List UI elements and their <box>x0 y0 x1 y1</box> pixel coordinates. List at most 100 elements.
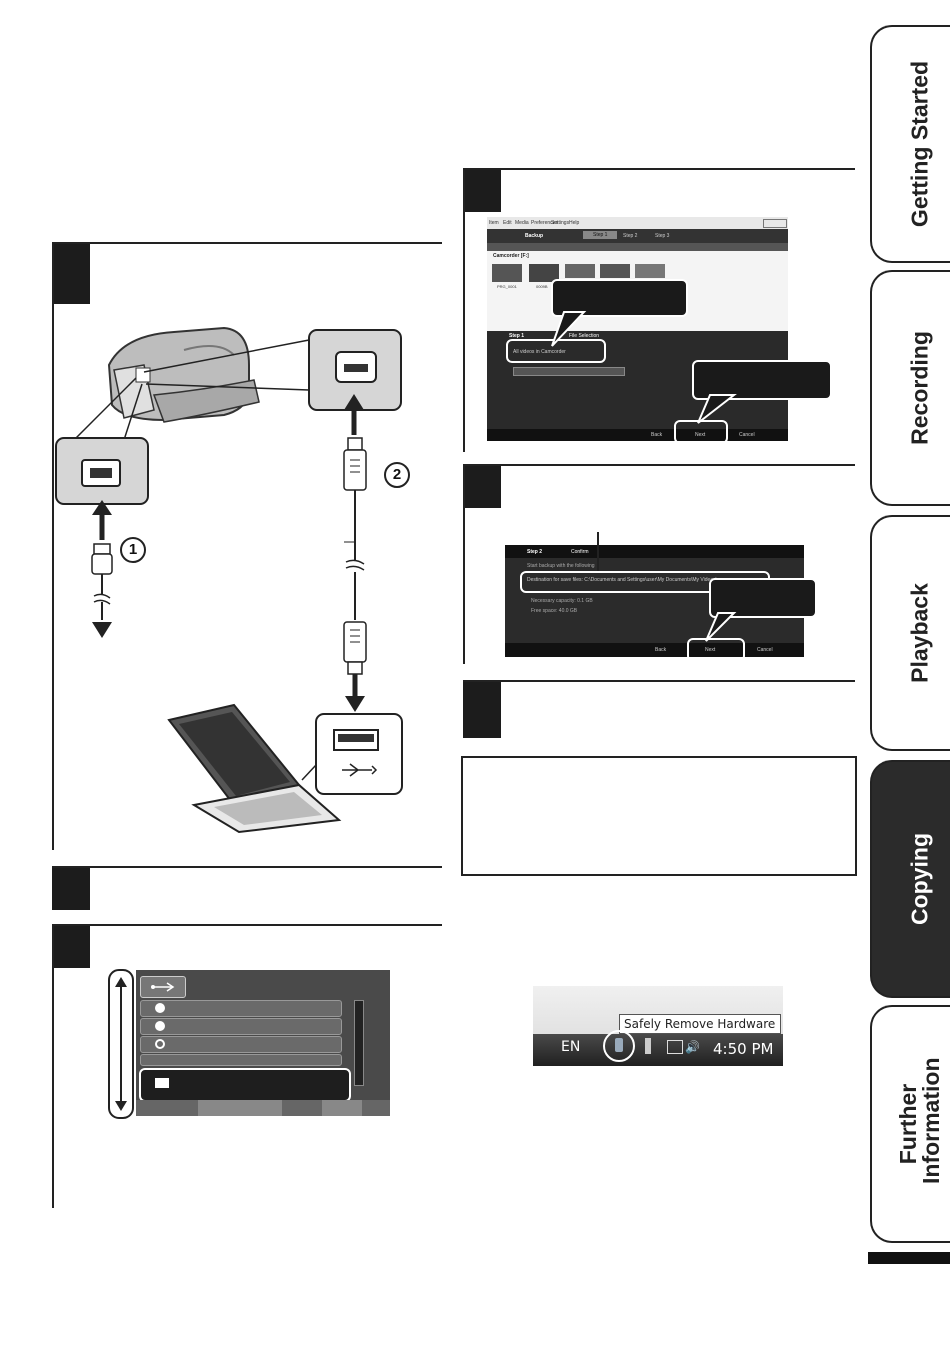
step-rule <box>52 924 442 926</box>
tab-label: Recording <box>906 331 933 445</box>
step-border <box>52 244 54 850</box>
safely-remove-highlight <box>603 1030 635 1062</box>
marker-2: 2 <box>384 462 410 488</box>
back-button[interactable]: Back <box>651 432 663 438</box>
menu-item[interactable] <box>140 1000 342 1017</box>
step-indicator: Step 1 <box>583 231 618 239</box>
button-bar: Back Next Cancel <box>487 429 788 441</box>
globe-icon <box>155 1039 165 1049</box>
taskbar-screenshot: Safely Remove Hardware EN 🔊 4:50 PM <box>533 986 783 1066</box>
destination-text: Destination for save files: C:\Documents… <box>527 577 722 583</box>
tab-label: Copying <box>906 833 933 925</box>
menu-item[interactable] <box>140 1054 342 1066</box>
safely-remove-hardware-icon[interactable] <box>615 1038 623 1052</box>
step-tab-label: File Selection <box>569 333 600 339</box>
thumbnail-label: 0009B <box>536 284 548 289</box>
capacity-text: Necessary capacity: 0.1 GB <box>531 598 593 604</box>
step-indicator: Step 3 <box>655 233 670 239</box>
step-border <box>463 466 465 664</box>
confirm-text: Start backup with the following <box>527 563 595 569</box>
speaker-icon[interactable]: 🔊 <box>685 1040 700 1054</box>
usb-icon-button[interactable] <box>140 976 186 998</box>
taskbar <box>533 1034 783 1066</box>
step-number-box <box>463 682 501 738</box>
video-thumbnail[interactable] <box>600 264 630 278</box>
step-indicator: Step 2 <box>623 233 638 239</box>
menu-item-label[interactable]: Media <box>515 220 529 226</box>
callout-box <box>709 578 817 618</box>
tab-copying[interactable]: Copying <box>870 760 950 998</box>
disc-icon <box>155 1003 165 1013</box>
cancel-button[interactable]: Cancel <box>739 432 755 438</box>
menu-scrollbar[interactable] <box>354 1000 364 1086</box>
step-rule <box>463 464 855 466</box>
video-thumbnail[interactable] <box>529 264 559 282</box>
scroll-control[interactable] <box>108 969 134 1119</box>
camcorder-illustration <box>107 326 260 423</box>
menu-bar: Item Edit Media Preferences Settings Hel… <box>487 217 788 229</box>
video-thumbnail[interactable] <box>565 264 595 278</box>
tab-getting-started[interactable]: Getting Started <box>870 25 950 263</box>
option-label[interactable]: All videos in Camcorder <box>513 349 566 355</box>
menu-item[interactable] <box>140 1018 342 1035</box>
callout-pointer <box>697 394 737 424</box>
clock[interactable]: 4:50 PM <box>713 1040 774 1058</box>
back-button[interactable]: Back <box>655 647 667 653</box>
tab-further-information[interactable]: Further Information <box>870 1005 950 1243</box>
menu-item-label[interactable]: Help <box>569 220 580 226</box>
tab-label: Playback <box>906 583 933 683</box>
step-number-box <box>52 926 90 968</box>
menu-item-selected[interactable] <box>139 1068 351 1102</box>
menu-item-label[interactable]: Item <box>489 220 499 226</box>
tab-label: Getting Started <box>906 60 933 228</box>
step-tab-label: Step 1 <box>509 333 525 339</box>
connection-illustration <box>55 326 403 834</box>
step-rule <box>52 242 442 244</box>
pc-icon <box>155 1078 169 1088</box>
display-icon[interactable] <box>667 1040 683 1054</box>
step-label: Step 2 <box>527 549 543 555</box>
page-edge-bar <box>868 1252 950 1264</box>
free-space-text: Free space: 40.0 GB <box>531 608 578 614</box>
window-title: Backup <box>525 233 544 239</box>
tab-playback[interactable]: Playback <box>870 515 950 751</box>
thumbnail-label: PRG_0001 <box>497 284 517 289</box>
confirm-tab: Confirm <box>571 549 589 555</box>
step-border <box>52 926 54 1208</box>
usb-icon <box>151 982 175 992</box>
step-header: Backup Step 1 Step 2 Step 3 <box>487 229 788 243</box>
menu-item-label[interactable]: Edit <box>503 220 512 226</box>
network-icon[interactable] <box>645 1038 651 1054</box>
camera-menu-screen <box>136 970 390 1116</box>
menu-item[interactable] <box>140 1036 342 1053</box>
window-controls[interactable] <box>763 219 787 228</box>
callout-box <box>692 360 832 400</box>
tab-recording[interactable]: Recording <box>870 270 950 506</box>
language-indicator[interactable]: EN <box>561 1039 581 1055</box>
button-bar: Back Next Cancel <box>505 643 804 657</box>
callout-pointer <box>705 612 737 642</box>
step-number-box <box>463 466 501 508</box>
cancel-button[interactable]: Cancel <box>757 647 773 653</box>
step-border <box>463 170 465 452</box>
step-number-box <box>52 244 90 304</box>
next-button[interactable]: Next <box>695 432 706 438</box>
up-down-arrow-icon <box>115 977 127 1111</box>
callout-pointer <box>551 311 587 347</box>
next-button[interactable]: Next <box>705 647 716 653</box>
marker-1: 1 <box>120 537 146 563</box>
step-number-box <box>463 170 501 212</box>
next-highlight <box>687 638 745 662</box>
video-thumbnail[interactable] <box>492 264 522 282</box>
step-rule <box>463 168 855 170</box>
backup-window: Item Edit Media Preferences Settings Hel… <box>487 217 788 441</box>
note-box <box>461 756 857 876</box>
dropdown[interactable] <box>513 367 625 376</box>
leader-line <box>597 532 599 572</box>
tooltip: Safely Remove Hardware <box>619 1014 781 1034</box>
toolbar <box>487 243 788 251</box>
source-label: Camcorder [F:] <box>493 253 529 259</box>
menu-item-label[interactable]: Settings <box>551 220 570 226</box>
video-thumbnail[interactable] <box>635 264 665 278</box>
menu-item-label[interactable]: Preferences <box>531 220 558 226</box>
